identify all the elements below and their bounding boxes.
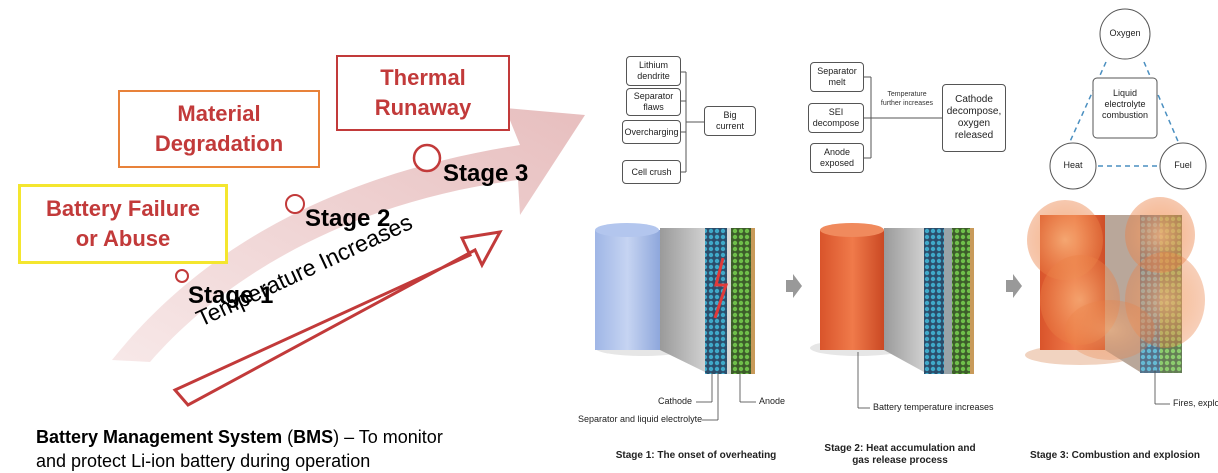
material-degradation-line2: Degradation bbox=[154, 131, 284, 156]
heat-label: Heat bbox=[1063, 160, 1083, 170]
stage-2-label: Stage 2 bbox=[305, 205, 391, 232]
stage1-caption: Stage 1: The onset of overheating bbox=[615, 450, 777, 461]
cause-overcharging: Overcharging bbox=[622, 120, 681, 144]
fuel-label: Fuel bbox=[1174, 160, 1192, 170]
stage1-connectors bbox=[681, 71, 704, 173]
cause-cell-crush: Cell crush bbox=[622, 160, 681, 184]
battery-failure-line2: or Abuse bbox=[75, 226, 171, 251]
bms-abbr: BMS bbox=[293, 427, 334, 447]
stage3-leader-lines bbox=[1154, 370, 1170, 405]
fire-triangle bbox=[1067, 61, 1181, 167]
stage3-caption: Stage 3: Combustion and explosion bbox=[1030, 450, 1201, 461]
stage-2-marker bbox=[285, 194, 305, 214]
battery-failure-box: Battery Failure or Abuse bbox=[18, 184, 228, 264]
stage-3-label: Stage 3 bbox=[443, 160, 529, 187]
stage1-leader-lines bbox=[696, 372, 756, 421]
gray-arrow-2 bbox=[1006, 274, 1022, 298]
temperature-further-label: Temperature further increases bbox=[880, 91, 934, 107]
battery-illustration-stage2 bbox=[810, 223, 974, 374]
liquid-electrolyte-box bbox=[1092, 77, 1158, 139]
bms-description: Battery Management System (BMS) – To mon… bbox=[36, 425, 443, 473]
stage-1-label: Stage 1 bbox=[188, 282, 274, 309]
oxygen-label: Oxygen bbox=[1109, 28, 1141, 38]
stage2-leader-lines bbox=[857, 352, 870, 409]
material-degradation-line1: Material bbox=[177, 101, 261, 126]
heat-circle bbox=[1049, 142, 1097, 190]
oxygen-circle bbox=[1099, 8, 1151, 60]
stage2-connectors bbox=[864, 76, 942, 159]
cathode-label: Cathode bbox=[658, 396, 693, 406]
bms-title: Battery Management System bbox=[36, 427, 283, 447]
bms-rest: ) – To monitor bbox=[333, 427, 443, 447]
thermal-runaway-line1: Thermal bbox=[380, 65, 466, 90]
battery-illustration-stage3 bbox=[1025, 197, 1205, 373]
stage-1-marker bbox=[175, 269, 189, 283]
material-degradation-box: Material Degradation bbox=[118, 90, 320, 168]
fires-explosion-label: Fires, explosion bbox=[1173, 398, 1218, 408]
curved-progress-arrow bbox=[112, 108, 585, 362]
temperature-arrow bbox=[172, 230, 503, 407]
battery-failure-line1: Battery Failure bbox=[45, 196, 201, 221]
anode-label: Anode bbox=[759, 396, 786, 406]
fuel-circle bbox=[1159, 142, 1207, 190]
thermal-runaway-box: Thermal Runaway bbox=[336, 55, 510, 131]
thermal-runaway-line2: Runaway bbox=[374, 95, 472, 120]
battery-illustration-stage1 bbox=[595, 223, 755, 374]
stage-3-marker bbox=[412, 143, 442, 173]
gray-arrow-1 bbox=[786, 274, 802, 298]
liquid-electrolyte-label: Liquid electrolyte combustion bbox=[1101, 88, 1149, 120]
separator-label: Separator and liquid electrolyte bbox=[578, 414, 703, 424]
battery-temp-label: Battery temperature increases bbox=[873, 402, 994, 412]
bms-paren: ( bbox=[282, 427, 294, 447]
bms-line2: and protect Li-ion battery during operat… bbox=[36, 451, 371, 471]
